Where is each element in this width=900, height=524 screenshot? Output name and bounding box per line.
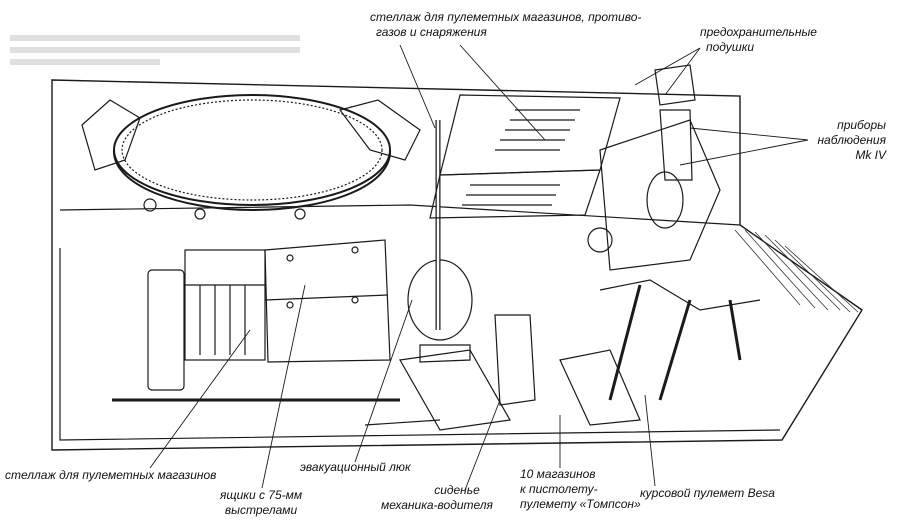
- label-thompson-mags: 10 магазинов к пистолету- пулемету «Томп…: [520, 467, 641, 511]
- upper-rack: [429, 94, 621, 219]
- label-ammo-boxes: ящики с 75-мм выстрелами: [220, 488, 303, 517]
- left-mg-rack: [147, 249, 266, 391]
- leader-lines: [149, 44, 809, 491]
- label-rack-top: стеллаж для пулеметных магазинов, против…: [370, 10, 642, 39]
- label-besa-mg: курсовой пулемет Besa: [640, 486, 775, 500]
- label-driver-seat: сиденье механика-водителя: [381, 483, 493, 512]
- escape-hatch-drawing: [407, 120, 473, 341]
- besa-mg-drawing: [599, 279, 761, 401]
- hull-outline: [51, 79, 863, 451]
- hatched-corner: [734, 229, 859, 313]
- label-rack-bottom: стеллаж для пулеметных магазинов: [5, 468, 217, 482]
- label-escape-hatch: эвакуационный люк: [300, 460, 411, 474]
- ammo-boxes: [264, 239, 391, 363]
- label-cushions: предохранительные подушки: [700, 25, 817, 54]
- driver-seat-drawing: [112, 314, 641, 431]
- turret-ring: [81, 94, 421, 220]
- front-plate: [587, 64, 721, 271]
- faded-caption-block: [10, 35, 300, 65]
- label-periscopes: приборы наблюдения Mk IV: [817, 118, 886, 162]
